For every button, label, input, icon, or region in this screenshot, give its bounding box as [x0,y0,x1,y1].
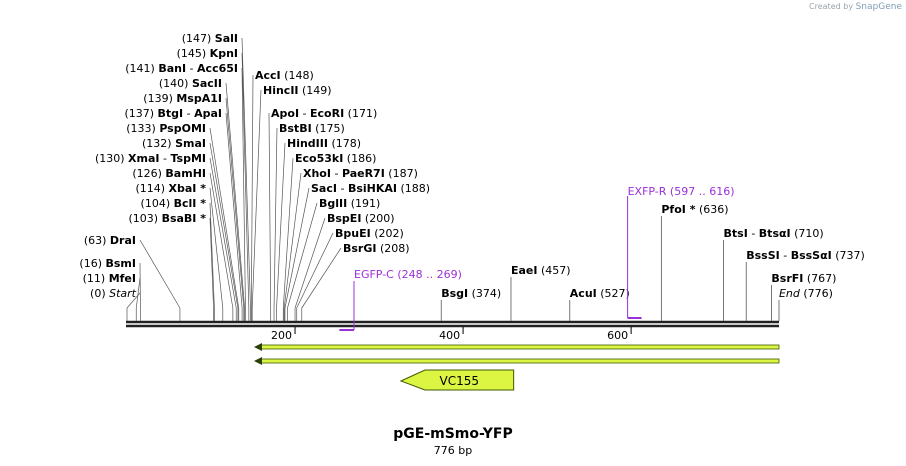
site-pfoi: PfoI * (636) [661,203,728,216]
site-line [268,112,272,309]
map-length: 776 bp [433,444,473,457]
site-line [241,52,250,309]
site-end: End (776) [779,287,833,300]
site-start: (0) Start [90,287,137,300]
site-bstbi: BstBI (175) [279,122,345,135]
site-xhoi: XhoI - PaeR7I (187) [303,167,418,180]
strand-arrowhead [254,343,262,351]
snapgene-logo: SnapGene [855,2,902,12]
site-acui: AcuI (527) [570,287,630,300]
strand-arrow [254,343,780,351]
site-apoi: ApoI - EcoRI (171) [271,107,377,120]
site-btgi: (137) BtgI - ApaI [124,107,222,120]
feature-vc155-label: VC155 [440,374,480,388]
site-bcli: (104) BclI * [141,197,207,210]
site-line [241,37,251,309]
ruler-tick-label: 400 [439,329,460,342]
site-eaei: EaeI (457) [511,264,571,277]
site-bani: (141) BanI - Acc65I [125,62,238,75]
ruler-tick-label: 600 [607,329,628,342]
ruler-tick-label: 200 [271,329,292,342]
site-line [225,82,245,309]
site-hincii: HincII (149) [263,84,332,97]
site-btsi: BtsI - BtsαI (710) [724,227,824,240]
site-pspomi: (133) PspOMI [126,122,206,135]
snapgene-watermark: Created by SnapGene [809,2,902,12]
site-line [225,112,243,309]
site-bsgi: BsgI (374) [441,287,501,300]
primer-egfp-c: EGFP-C (248 .. 269) [354,268,462,281]
site-line [294,217,326,309]
site-bspei: BspEI (200) [327,212,395,225]
site-line [209,172,234,309]
site-bsabi: (103) BsaBI * [128,212,206,225]
feature-vc155 [399,369,515,391]
site-bglii: BglII (191) [319,197,380,210]
site-drai: (63) DraI [84,234,136,247]
site-mfei: (11) MfeI [83,272,136,285]
site-line [209,157,237,309]
site-sacii: (140) SacII [159,77,222,90]
strand-bar [259,344,780,350]
strand-bar [259,358,780,364]
site-line [209,187,224,309]
site-bsrgi: BsrGI (208) [343,242,410,255]
site-smai: (132) SmaI [142,137,206,150]
site-line [209,127,240,309]
site-acci: AccI (148) [255,69,314,82]
site-line [135,277,141,309]
site-line [209,202,215,309]
site-bpuei: BpuEI (202) [335,227,404,240]
site-line [225,97,245,309]
site-mspa1i: (139) MspA1I [143,92,222,105]
site-line [209,217,214,309]
site-line [296,232,334,309]
site-hindiii: HindIII (178) [287,137,361,150]
site-line [251,89,262,309]
strand-arrowhead [254,357,262,365]
site-line [283,172,302,309]
site-line [241,67,246,309]
site-line [287,202,318,309]
site-bsrfi: BsrFI (767) [771,272,836,285]
site-line [209,142,239,309]
site-line [250,74,254,309]
site-bamhi: (126) BamHI [132,167,206,180]
site-eco53ki: Eco53kI (186) [295,152,376,165]
site-line [282,157,294,309]
site-bsssi: BssSI - BssSαI (737) [746,249,865,262]
site-xbai: (114) XbaI * [135,182,206,195]
primer-exfp-r: EXFP-R (597 .. 616) [628,185,735,198]
site-line [273,127,278,309]
site-line [284,187,310,309]
site-line [276,142,286,309]
site-saci: SacI - BsiHKAI (188) [311,182,430,195]
strand-arrow [254,357,780,365]
site-line [126,292,141,309]
site-sali: (147) SalI [182,32,238,45]
map-title: pGE-mSmo-YFP [393,426,513,442]
site-kpni: (145) KpnI [177,47,238,60]
site-xmai: (130) XmaI - TspMI [95,152,206,165]
site-line [139,239,181,309]
site-bsmi: (16) BsmI [79,257,136,270]
site-line [301,247,342,309]
